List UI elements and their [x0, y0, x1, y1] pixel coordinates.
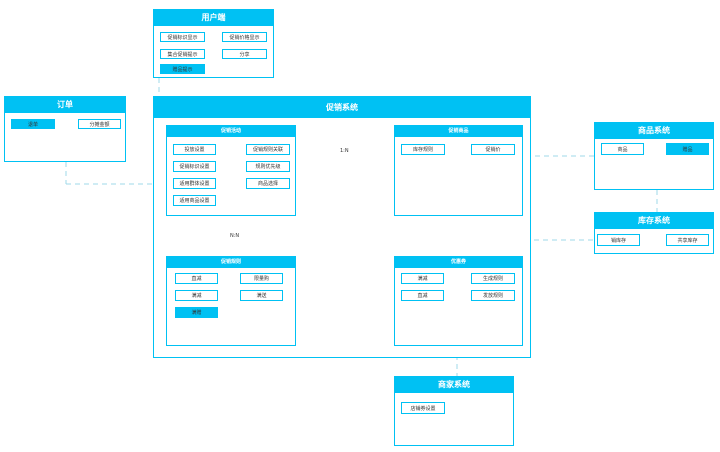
- rule-full-gift[interactable]: 满赠: [175, 307, 218, 318]
- stock-system-title: 库存系统: [595, 213, 713, 229]
- coupon-direct-discount[interactable]: 直减: [401, 290, 444, 301]
- promo-system-title: 促销系统: [154, 97, 530, 118]
- rule-limited-purchase[interactable]: 限量购: [240, 273, 283, 284]
- amount-split-item[interactable]: 分摊金额: [78, 119, 121, 129]
- goods-system-title: 商品系统: [595, 123, 713, 139]
- rule-direct-discount[interactable]: 直减: [175, 273, 218, 284]
- promo-tag-display[interactable]: 促销标识显示: [160, 32, 205, 42]
- order-module: 订单: [4, 96, 126, 162]
- share-item[interactable]: 分享: [222, 49, 267, 59]
- user-end-title: 用户端: [154, 10, 273, 26]
- coupon-title: 优惠券: [395, 257, 522, 268]
- stock-system-module: 库存系统: [594, 212, 714, 254]
- relation-many-to-many: N:N: [230, 233, 240, 239]
- bundle-promo-hint[interactable]: 集合促销提示: [160, 49, 205, 59]
- relation-one-to-many: 1:N: [340, 148, 349, 154]
- promo-rule-link[interactable]: 促销规则关联: [246, 144, 290, 155]
- order-title: 订单: [5, 97, 125, 113]
- refund-item[interactable]: 退单: [11, 119, 55, 129]
- promo-goods-module: 促销商品: [394, 125, 523, 216]
- coupon-module: 优惠券: [394, 256, 523, 346]
- promo-price-display[interactable]: 促销价格显示: [222, 32, 267, 42]
- product-selection[interactable]: 商品选择: [246, 178, 290, 189]
- rule-priority[interactable]: 规则优先级: [246, 161, 290, 172]
- user-end-module: 用户端: [153, 9, 274, 78]
- gift-hint[interactable]: 赠品提示: [160, 64, 205, 74]
- goods-item[interactable]: 商品: [601, 143, 644, 155]
- shared-stock-item[interactable]: 共享库存: [666, 234, 709, 246]
- goods-system-module: 商品系统: [594, 122, 714, 190]
- promo-rules-module: 促销规则: [166, 256, 296, 346]
- coupon-full-reduction[interactable]: 满减: [401, 273, 444, 284]
- stock-rule[interactable]: 库存规则: [401, 144, 445, 155]
- merchant-system-module: 商家系统: [394, 376, 514, 446]
- target-product-setting[interactable]: 适用商品设置: [173, 195, 216, 206]
- promo-activity-title: 促销活动: [167, 126, 295, 137]
- promo-price[interactable]: 促销价: [471, 144, 515, 155]
- sell-stock-item[interactable]: 销库存: [597, 234, 640, 246]
- target-group-setting[interactable]: 适用群体设置: [173, 178, 216, 189]
- rule-full-reduction[interactable]: 满减: [175, 290, 218, 301]
- promo-goods-title: 促销商品: [395, 126, 522, 137]
- coupon-generate-rule[interactable]: 生成规则: [471, 273, 515, 284]
- merchant-system-title: 商家系统: [395, 377, 513, 393]
- promo-rules-title: 促销规则: [167, 257, 295, 268]
- promo-tag-setting[interactable]: 促销标识设置: [173, 161, 216, 172]
- coupon-issue-rule[interactable]: 发放规则: [471, 290, 515, 301]
- store-coupon-setting[interactable]: 店铺券设置: [401, 402, 445, 414]
- rule-full-send[interactable]: 满送: [240, 290, 283, 301]
- gift-item[interactable]: 赠品: [666, 143, 709, 155]
- delivery-setting[interactable]: 投放设置: [173, 144, 216, 155]
